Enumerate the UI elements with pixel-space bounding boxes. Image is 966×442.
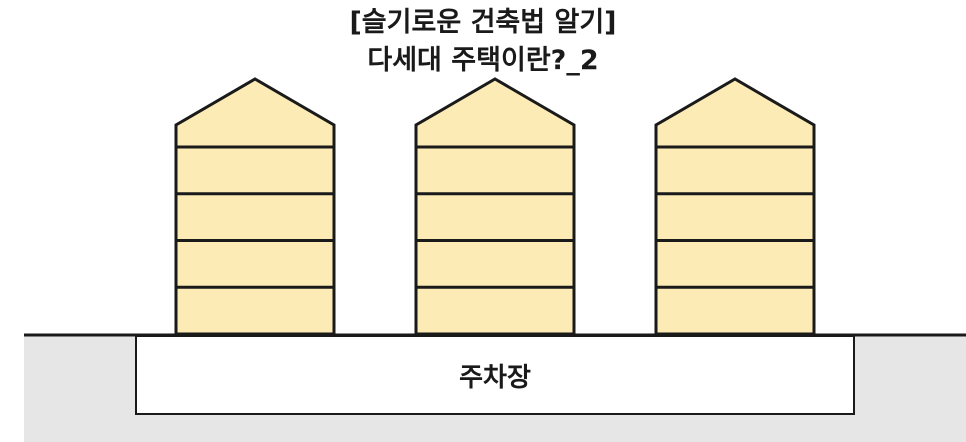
title-line-1: [슬기로운 건축법 알기] [349, 7, 617, 38]
buildings-group [174, 77, 816, 336]
building-3 [654, 77, 816, 336]
title-line-2: 다세대 주택이란?_2 [367, 45, 599, 76]
building-1 [174, 77, 336, 336]
parking-area [135, 335, 855, 415]
building-2 [414, 77, 576, 336]
building-body [174, 77, 336, 336]
building-body [414, 77, 576, 336]
parking-label: 주차장 [459, 363, 531, 393]
building-body [654, 77, 816, 336]
